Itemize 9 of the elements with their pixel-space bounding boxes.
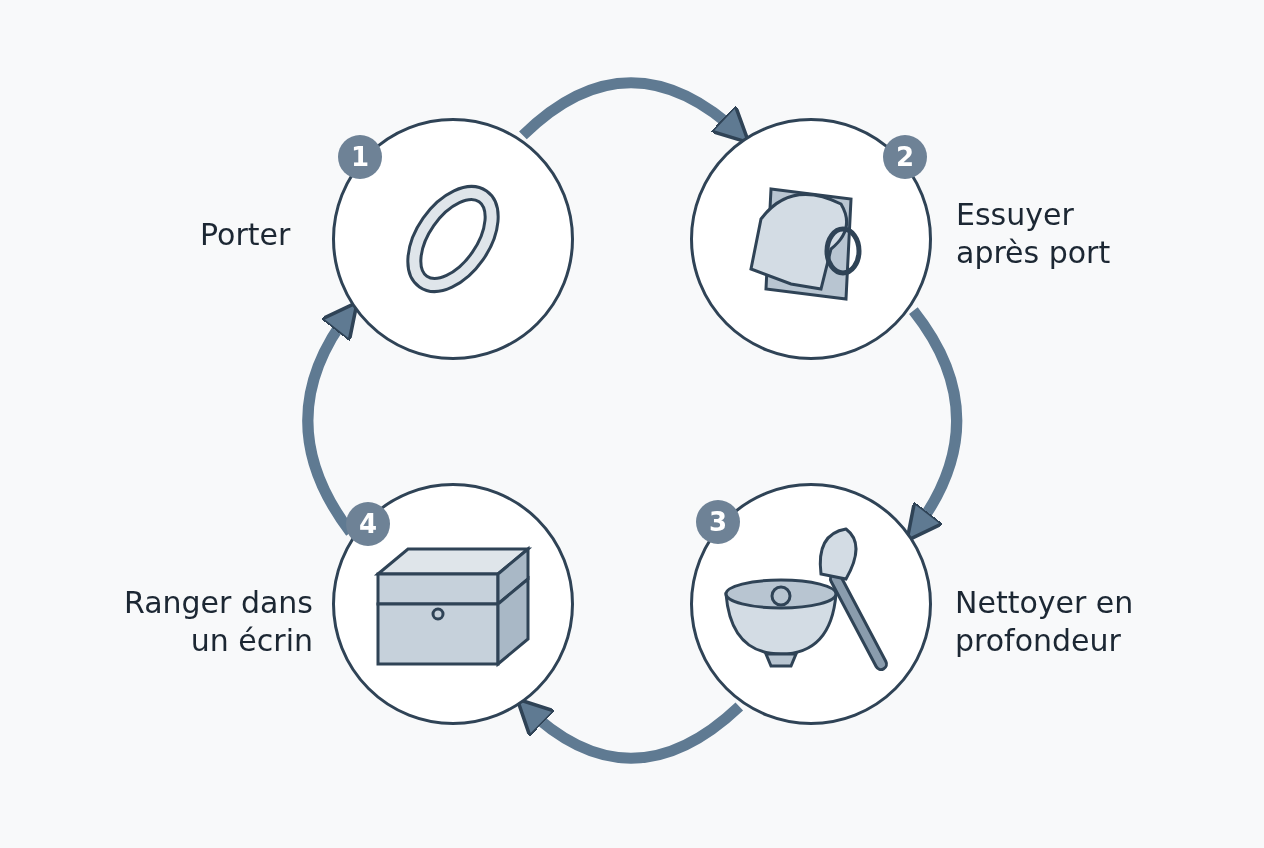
step-number: 1 [338,135,382,179]
step-number: 2 [883,135,927,179]
step-number: 3 [696,500,740,544]
step-label: Essuyer après port [956,196,1112,272]
step-label: Ranger dans un écrin [122,584,313,660]
step-number: 4 [346,502,390,546]
step-label: Nettoyer en profondeur [955,584,1135,660]
curved-arrow [515,697,743,764]
step-label: Porter [200,216,292,254]
